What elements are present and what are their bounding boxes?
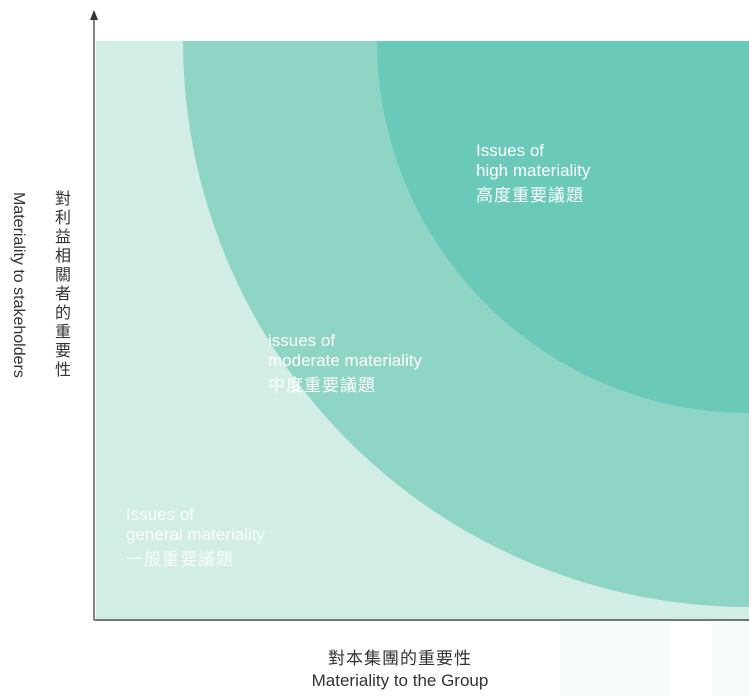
general-label-zh: 一般重要議題 (126, 550, 234, 569)
general-materiality-label: Issues of general materiality 一般重要議題 (126, 505, 265, 570)
y-axis-label-en: Materiality to stakeholders (10, 192, 27, 378)
x-axis-label-en: Materiality to the Group (311, 671, 489, 690)
high-label-zh: 高度重要議題 (476, 186, 584, 205)
high-materiality-label: Issues of high materiality 高度重要議題 (476, 141, 590, 206)
y-axis-arrow-icon (90, 10, 98, 20)
y-axis-label-zh: 對利益相關者的重要性 (52, 190, 69, 380)
watermark-building-left (560, 620, 670, 696)
moderate-materiality-label: issues of moderate materiality 中度重要議題 (268, 331, 422, 396)
high-label-line1: Issues of (476, 141, 545, 160)
high-materiality-zone (377, 41, 749, 413)
general-label-line1: Issues of (126, 505, 195, 524)
axes (90, 10, 749, 621)
moderate-label-zh: 中度重要議題 (268, 376, 376, 395)
high-label-line2: high materiality (476, 161, 591, 180)
moderate-label-line2: moderate materiality (268, 351, 423, 370)
x-axis-label-zh: 對本集團的重要性 (328, 649, 472, 668)
moderate-label-line1: issues of (268, 331, 336, 350)
general-label-line2: general materiality (126, 525, 265, 544)
